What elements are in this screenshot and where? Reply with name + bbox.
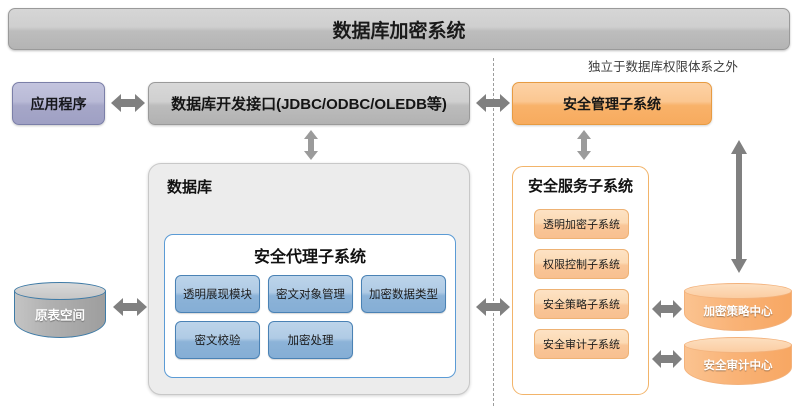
security-audit-center-cylinder[interactable]: 安全审计中心 — [684, 337, 792, 385]
policy-center-label: 加密策略中心 — [703, 305, 773, 318]
boundary-divider — [493, 58, 494, 406]
arrow-interface-to-management-icon — [476, 92, 510, 114]
cylinder-top-ellipse — [14, 282, 106, 300]
database-container[interactable]: 数据库 安全代理子系统 透明展现模块 密文对象管理 加密数据类型 密文校验 加密… — [148, 163, 470, 395]
agent-module-chip[interactable]: 密文对象管理 — [268, 275, 353, 313]
encryption-policy-center-cylinder[interactable]: 加密策略中心 — [684, 283, 792, 331]
arrow-management-to-policy-icon — [730, 140, 748, 273]
page-title: 数据库加密系统 — [8, 8, 790, 50]
security-service-label: 安全服务子系统 — [527, 178, 633, 195]
arrow-app-to-interface-icon — [111, 92, 145, 114]
audit-center-label: 安全审计中心 — [703, 359, 773, 372]
arrow-tablespace-to-database-icon — [113, 296, 147, 318]
database-interface-box[interactable]: 数据库开发接口(JDBC/ODBC/OLEDB等) — [148, 82, 470, 125]
tablespace-cylinder[interactable]: 原表空间 — [14, 282, 106, 338]
agent-module-chip[interactable]: 密文校验 — [175, 321, 260, 359]
service-subsystem-chip[interactable]: 安全策略子系统 — [534, 289, 629, 319]
service-subsystem-list: 透明加密子系统 权限控制子系统 安全策略子系统 安全审计子系统 — [534, 209, 629, 359]
security-agent-subsystem-box[interactable]: 安全代理子系统 透明展现模块 密文对象管理 加密数据类型 密文校验 加密处理 — [164, 234, 456, 378]
security-agent-label: 安全代理子系统 — [253, 249, 366, 266]
service-subsystem-chip[interactable]: 安全审计子系统 — [534, 329, 629, 359]
arrow-management-to-service-icon — [576, 130, 592, 160]
agent-module-grid: 透明展现模块 密文对象管理 加密数据类型 密文校验 加密处理 — [175, 275, 447, 359]
security-management-subsystem-box[interactable]: 安全管理子系统 — [512, 82, 712, 125]
service-subsystem-chip[interactable]: 权限控制子系统 — [534, 249, 629, 279]
arrow-service-to-policy-icon — [652, 298, 682, 320]
application-box[interactable]: 应用程序 — [12, 82, 105, 125]
agent-module-chip[interactable]: 加密数据类型 — [361, 275, 446, 313]
tablespace-label: 原表空间 — [34, 308, 85, 323]
independence-note: 独立于数据库权限体系之外 — [587, 60, 738, 74]
agent-module-chip[interactable]: 透明展现模块 — [175, 275, 260, 313]
database-label: 数据库 — [167, 179, 213, 196]
arrow-database-to-service-icon — [476, 296, 510, 318]
service-subsystem-chip[interactable]: 透明加密子系统 — [534, 209, 629, 239]
cylinder-top-ellipse — [684, 337, 792, 353]
security-service-subsystem-box[interactable]: 安全服务子系统 透明加密子系统 权限控制子系统 安全策略子系统 安全审计子系统 — [512, 166, 649, 395]
agent-module-chip[interactable]: 加密处理 — [268, 321, 353, 359]
cylinder-top-ellipse — [684, 283, 792, 299]
arrow-service-to-audit-icon — [652, 348, 682, 370]
arrow-interface-to-database-icon — [303, 130, 319, 160]
